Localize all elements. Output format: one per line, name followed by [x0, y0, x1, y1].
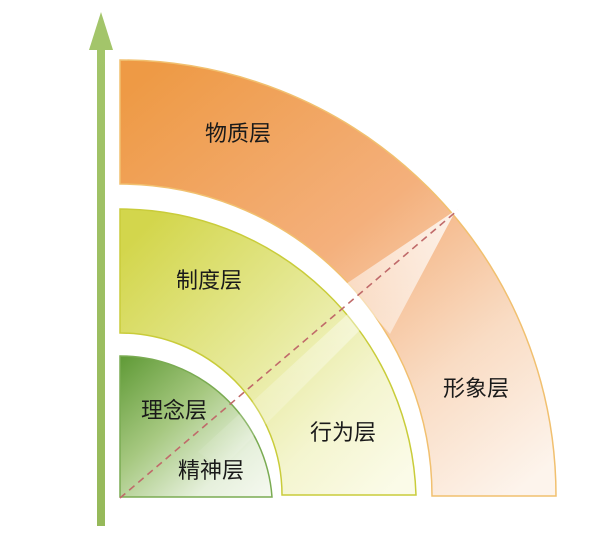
dashed-diagonal: [119, 209, 459, 499]
label-xingxiang: 形象层: [443, 377, 509, 402]
label-jingshen: 精神层: [178, 459, 244, 484]
label-xingwei: 行为层: [310, 421, 376, 446]
up-arrow-icon: [89, 12, 113, 50]
label-lixiang: 理念层: [141, 399, 207, 424]
label-zhidu: 制度层: [176, 269, 242, 294]
outer-band: [119, 59, 557, 497]
axis-shaft: [97, 50, 105, 526]
middle-band: [119, 208, 417, 496]
label-wuzhi: 物质层: [205, 122, 271, 147]
vertical-axis-arrow: [89, 12, 113, 526]
diagonal-arrow-icon: [198, 210, 456, 468]
